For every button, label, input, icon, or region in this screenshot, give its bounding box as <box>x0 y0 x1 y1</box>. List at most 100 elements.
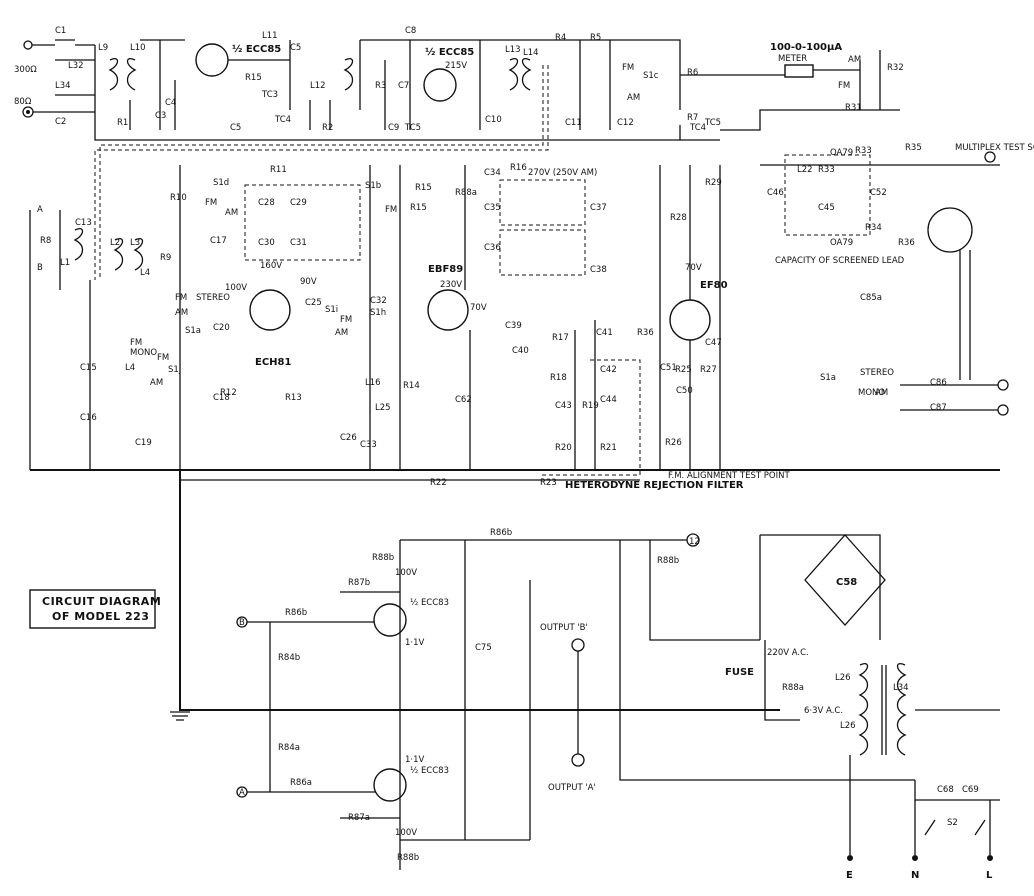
svg-text:C36: C36 <box>484 243 501 253</box>
svg-text:C8: C8 <box>405 26 416 36</box>
svg-text:METER: METER <box>778 54 807 64</box>
svg-text:C7: C7 <box>398 81 409 91</box>
svg-text:70V: 70V <box>470 303 487 313</box>
svg-text:S1d: S1d <box>213 178 229 188</box>
svg-text:R26: R26 <box>665 438 682 448</box>
svg-text:R28: R28 <box>670 213 687 223</box>
svg-text:R18: R18 <box>550 373 567 383</box>
antenna-input-300: 300Ω <box>14 39 95 75</box>
svg-text:C18: C18 <box>213 393 230 403</box>
svg-text:R2: R2 <box>322 123 333 133</box>
svg-text:R6: R6 <box>687 68 698 78</box>
svg-text:C15: C15 <box>80 363 97 373</box>
svg-text:OA79: OA79 <box>830 148 853 158</box>
svg-text:R31: R31 <box>845 103 862 113</box>
svg-text:C16: C16 <box>80 413 97 423</box>
svg-text:R5: R5 <box>590 33 601 43</box>
svg-text:C34: C34 <box>484 168 501 178</box>
svg-text:L32: L32 <box>68 61 84 71</box>
svg-text:MULTIPLEX TEST SOCKET - UNDERS: MULTIPLEX TEST SOCKET - UNDERSIDE <box>955 143 1034 153</box>
svg-text:C37: C37 <box>590 203 607 213</box>
tube-v6: ½ ECC83 1·1V <box>373 598 449 648</box>
mains-transformer <box>858 663 907 756</box>
antenna-input-80: 80Ω <box>14 94 95 118</box>
svg-text:R84b: R84b <box>278 653 300 663</box>
svg-text:L34: L34 <box>893 683 909 693</box>
svg-text:R88b: R88b <box>657 556 679 566</box>
svg-text:R32: R32 <box>887 63 904 73</box>
svg-text:AM: AM <box>225 208 238 218</box>
svg-text:L14: L14 <box>523 48 539 58</box>
svg-text:R13: R13 <box>285 393 302 403</box>
svg-text:R23: R23 <box>540 478 557 488</box>
svg-text:R25: R25 <box>675 365 692 375</box>
svg-text:R16: R16 <box>510 163 527 173</box>
svg-text:S1c: S1c <box>643 71 659 81</box>
svg-text:CIRCUIT DIAGRAM: CIRCUIT DIAGRAM <box>42 595 161 608</box>
svg-text:C5: C5 <box>230 123 241 133</box>
svg-text:C13: C13 <box>75 218 92 228</box>
svg-text:C69: C69 <box>962 785 979 795</box>
svg-text:TC5: TC5 <box>704 118 721 128</box>
svg-text:TC5: TC5 <box>404 123 421 133</box>
svg-text:R86b: R86b <box>285 608 307 618</box>
output-b-socket: OUTPUT 'B' <box>540 623 588 652</box>
svg-text:STEREO: STEREO <box>196 293 230 303</box>
tube-v1: ½ ECC85 <box>195 43 281 77</box>
svg-text:300Ω: 300Ω <box>14 65 37 75</box>
svg-text:C58: C58 <box>836 577 857 588</box>
svg-text:R4: R4 <box>555 33 566 43</box>
svg-text:220V A.C.: 220V A.C. <box>767 648 809 658</box>
svg-text:FM: FM <box>130 338 142 348</box>
svg-text:C26: C26 <box>340 433 357 443</box>
svg-text:R36: R36 <box>898 238 915 248</box>
svg-text:R14: R14 <box>403 381 420 391</box>
svg-text:OUTPUT 'B': OUTPUT 'B' <box>540 623 588 633</box>
svg-text:OF MODEL 223: OF MODEL 223 <box>52 610 149 623</box>
svg-text:L3: L3 <box>130 238 140 248</box>
svg-text:HETERODYNE REJECTION FILTER: HETERODYNE REJECTION FILTER <box>565 480 744 491</box>
svg-text:R27: R27 <box>700 365 717 375</box>
svg-text:L1: L1 <box>60 258 70 268</box>
svg-text:L34: L34 <box>55 81 71 91</box>
svg-text:R15: R15 <box>245 73 262 83</box>
svg-text:R15: R15 <box>415 183 432 193</box>
svg-text:C50: C50 <box>676 386 693 396</box>
svg-text:C85a: C85a <box>860 293 882 303</box>
svg-text:270V (250V AM): 270V (250V AM) <box>528 168 597 178</box>
svg-text:EBF89: EBF89 <box>428 264 463 275</box>
svg-text:½ ECC85: ½ ECC85 <box>425 47 474 58</box>
svg-text:TC3: TC3 <box>261 90 278 100</box>
svg-text:EF80: EF80 <box>700 280 728 291</box>
svg-text:TC4: TC4 <box>274 115 291 125</box>
svg-text:B: B <box>37 263 43 273</box>
svg-text:R22: R22 <box>430 478 447 488</box>
svg-text:90V: 90V <box>300 277 317 287</box>
meter: 100-0-100μA METER <box>770 42 842 78</box>
svg-text:C28: C28 <box>258 198 275 208</box>
svg-text:100V: 100V <box>225 283 247 293</box>
svg-text:L4: L4 <box>125 363 135 373</box>
svg-text:6·3V A.C.: 6·3V A.C. <box>804 706 843 716</box>
svg-text:C9: C9 <box>388 123 399 133</box>
bridge-rectifier: C58 <box>804 534 886 626</box>
svg-text:C75: C75 <box>475 643 492 653</box>
svg-text:AM: AM <box>175 308 188 318</box>
svg-text:FM: FM <box>157 353 169 363</box>
svg-text:C38: C38 <box>590 265 607 275</box>
svg-text:L22: L22 <box>797 165 813 175</box>
svg-text:C39: C39 <box>505 321 522 331</box>
svg-text:L25: L25 <box>375 403 391 413</box>
svg-text:A: A <box>239 788 245 798</box>
svg-text:L16: L16 <box>365 378 381 388</box>
tube-v7: ½ ECC83 1·1V <box>373 755 449 802</box>
svg-text:R8: R8 <box>40 236 51 246</box>
svg-text:C62: C62 <box>455 395 472 405</box>
tube-v5: EF80 70V <box>669 263 728 341</box>
svg-text:215V: 215V <box>445 61 467 71</box>
svg-text:S1h: S1h <box>370 308 386 318</box>
svg-text:FM: FM <box>340 315 352 325</box>
svg-text:L26: L26 <box>840 721 856 731</box>
svg-text:C1: C1 <box>55 26 66 36</box>
svg-text:½ ECC85: ½ ECC85 <box>232 44 281 55</box>
